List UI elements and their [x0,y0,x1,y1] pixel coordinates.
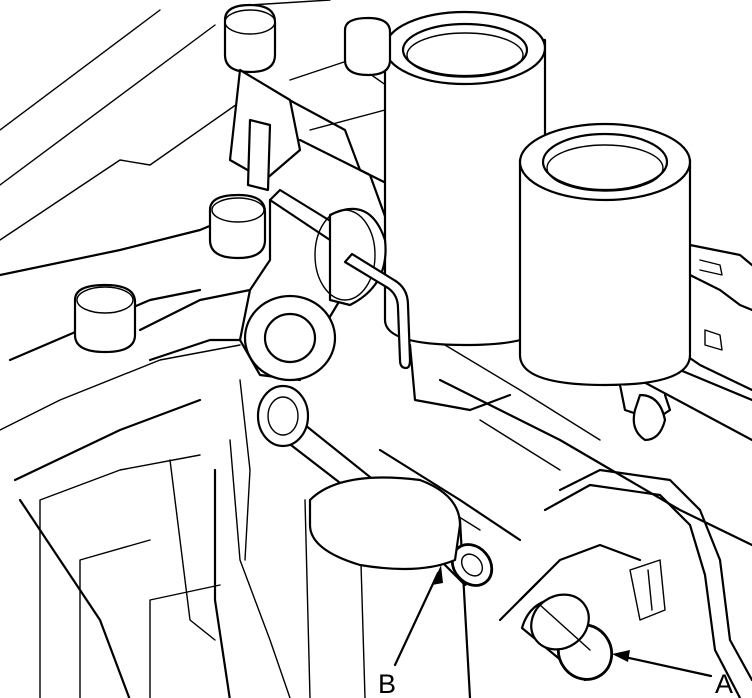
right-bracket [498,243,752,698]
bent-rod [343,252,412,370]
callout-b-label: B [378,669,396,698]
lower-cylinder [308,476,462,571]
solenoid-rear [383,10,547,412]
callout-b-leader [393,571,440,667]
callout-b: B [378,565,443,698]
callout-b-arrowhead [432,565,443,585]
callout-a-label: A [715,669,733,698]
callout-a-leader [618,654,713,678]
callout-a-arrowhead [612,650,630,662]
solenoid-front [518,122,692,442]
bolts [73,3,392,354]
cap-a [520,593,614,682]
callout-a: A [612,650,733,698]
